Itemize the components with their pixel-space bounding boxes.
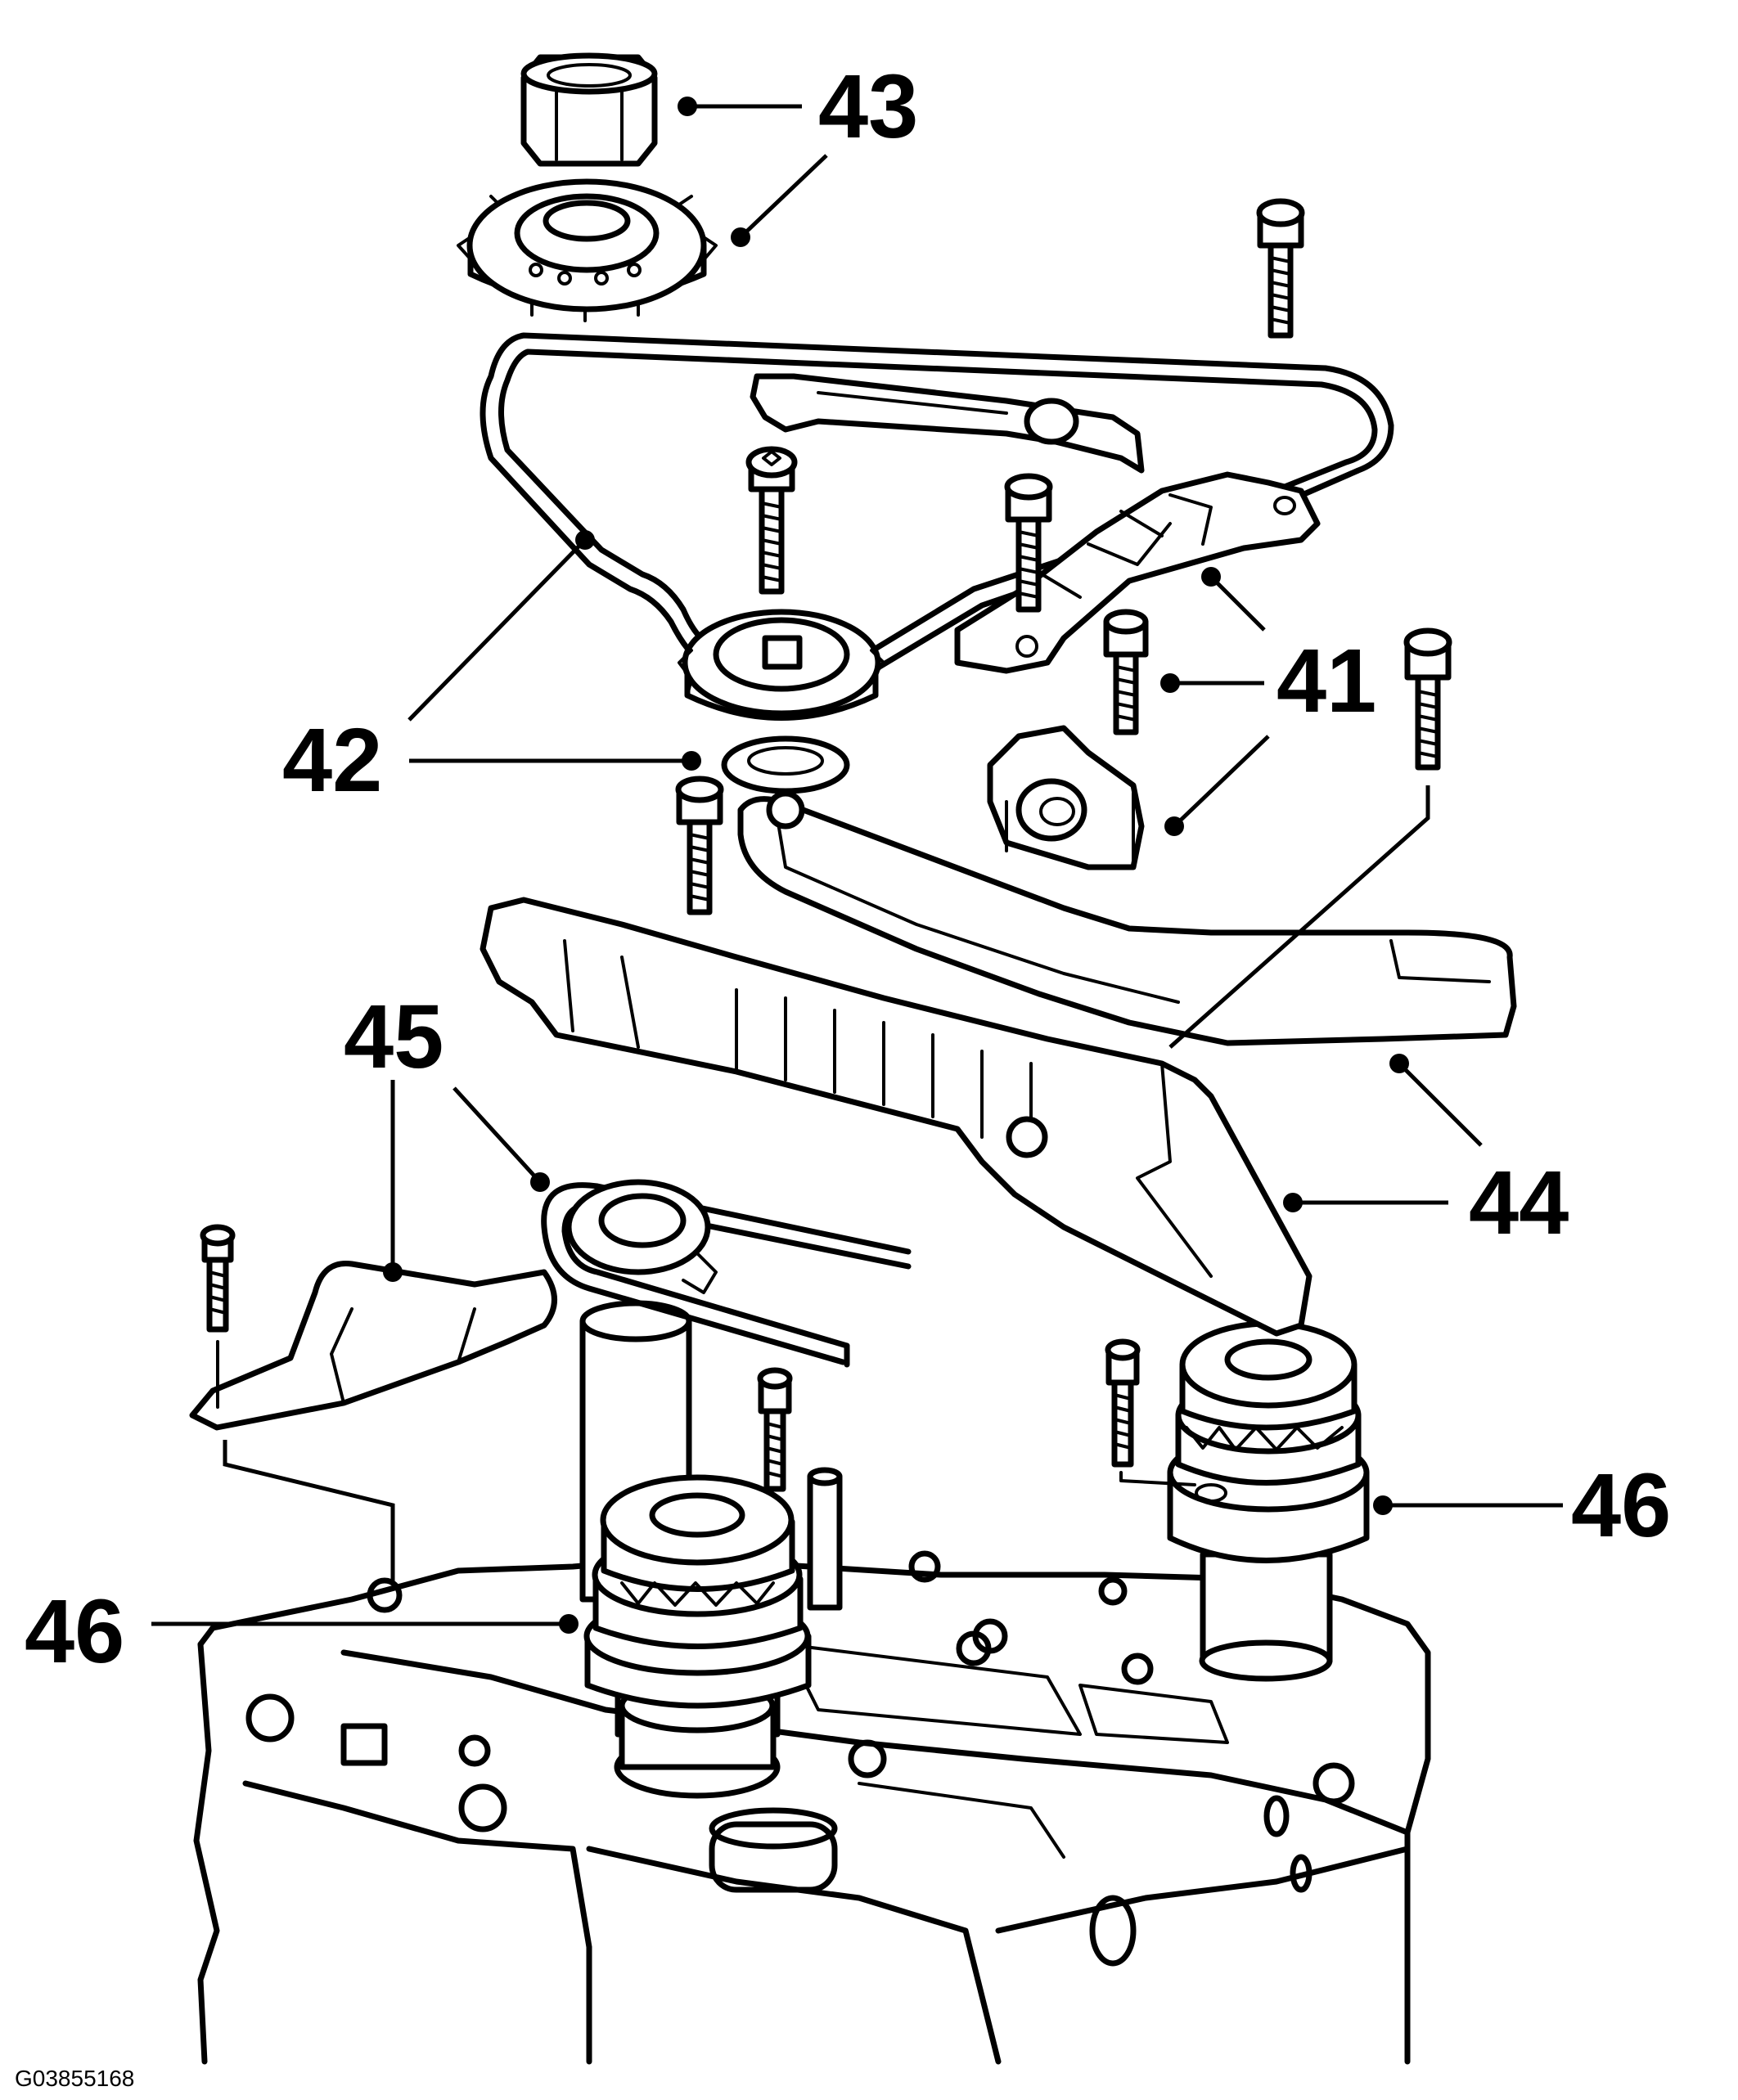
bolt-lower-right xyxy=(1105,1338,1141,1468)
tensioner-rail xyxy=(480,897,1313,1337)
upper-tensioner-rail xyxy=(954,471,1321,674)
callouts: 43 41 42 45 44 46 46 xyxy=(25,56,1671,1682)
bolt-lower-left xyxy=(200,1224,236,1409)
callout-42: 42 xyxy=(282,710,382,811)
callout-46-right: 46 xyxy=(1571,1455,1671,1556)
bolt-rail-left xyxy=(675,776,724,915)
chain-tensioner xyxy=(987,725,1145,870)
bolt-upper-right xyxy=(1256,198,1305,339)
camshaft-sprocket xyxy=(457,178,718,322)
bolt-lower-center xyxy=(757,1367,793,1492)
lower-sprocket xyxy=(565,1179,718,1294)
callout-46-left: 46 xyxy=(25,1581,124,1682)
bolt-upper-center xyxy=(1004,473,1053,613)
sprocket-nut xyxy=(520,52,658,167)
engine-block xyxy=(193,1550,1431,2065)
shaft-sprocket-assembly xyxy=(1119,1320,1370,1682)
callout-44: 44 xyxy=(1469,1153,1569,1253)
callout-43: 43 xyxy=(818,56,918,157)
lower-chain-guide xyxy=(189,1260,557,1431)
dowel-pin xyxy=(807,1467,843,1611)
figure-id: G03855168 xyxy=(15,2066,134,2091)
bolt-upper-left xyxy=(745,446,798,595)
upper-chain-guide xyxy=(750,373,1145,474)
bolt-tensioner-right xyxy=(1168,627,1452,1049)
crankshaft-sprocket-assembly xyxy=(579,1300,812,1799)
intermediate-sprocket xyxy=(678,609,885,794)
callout-45: 45 xyxy=(344,987,444,1087)
leader-lines xyxy=(151,97,1563,1634)
callout-41: 41 xyxy=(1276,631,1376,731)
bolt-tensioner-left xyxy=(1103,609,1149,735)
